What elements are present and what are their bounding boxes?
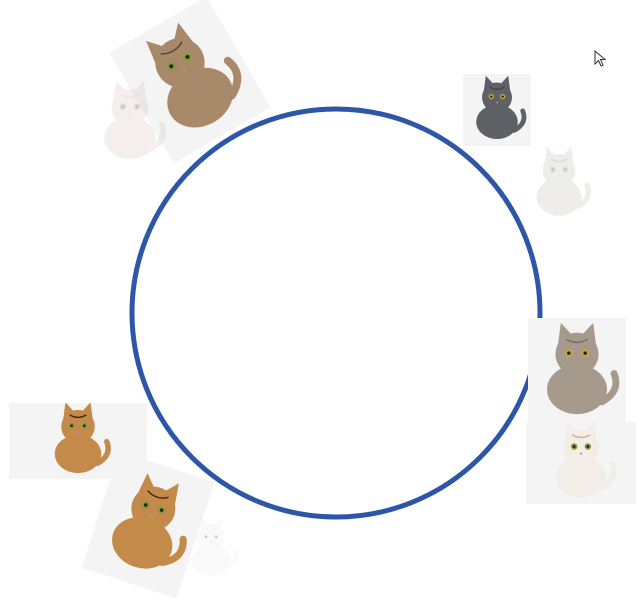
cat-stripe [203, 527, 219, 531]
cat-tail [575, 182, 591, 209]
cat-pupil-right [135, 105, 139, 109]
cat-ear-left [113, 80, 128, 103]
cat-photo-white-walking[interactable] [526, 422, 636, 504]
cat-pupil-right [501, 95, 504, 98]
cat-illustration [476, 75, 527, 140]
cat-illustration [536, 146, 591, 216]
cat-photo-tabby-close-up[interactable] [109, 0, 271, 164]
cat-body [555, 456, 607, 498]
cat-body [476, 104, 518, 140]
cat-pupil-left [551, 168, 555, 171]
cat-ear-right [561, 146, 574, 166]
cat-eye-right [133, 103, 141, 111]
cat-nose [209, 541, 213, 544]
cat-tail [94, 438, 111, 467]
cat-tail [148, 121, 167, 152]
cat-stripe [147, 490, 169, 499]
cat-pupil-left [567, 351, 571, 355]
cat-photo-tabby-kitten[interactable] [522, 130, 596, 234]
cat-head [111, 89, 149, 127]
cat-ear-left [198, 517, 209, 534]
cat-head [197, 523, 225, 551]
cat-tail [598, 460, 617, 491]
cat-photo-grey-lying[interactable] [463, 74, 531, 146]
cat-nose [557, 175, 561, 178]
cat-nose [495, 101, 499, 104]
cat-head [542, 154, 576, 187]
cat-pupil-left [572, 445, 576, 448]
cat-pupil-right [159, 508, 164, 512]
cat-nose [181, 67, 186, 72]
cat-illustration [146, 22, 242, 128]
cat-head [482, 82, 512, 113]
cat-pupil-left [70, 424, 73, 428]
cat-photo-bengal-standing[interactable] [81, 451, 215, 599]
cat-eye-right [213, 534, 219, 540]
cat-head [555, 332, 599, 376]
cat-stripe [550, 158, 568, 163]
cat-pupil-left [169, 64, 174, 69]
cat-body [536, 178, 582, 216]
cat-pupil-right [586, 445, 590, 448]
cat-pupil-right [215, 535, 218, 538]
cat-pupil-left [121, 105, 125, 109]
cat-head [61, 409, 95, 444]
cat-body [192, 544, 230, 576]
cat-nose [574, 360, 580, 364]
cat-stripe [565, 338, 589, 344]
cat-nose [149, 514, 154, 518]
cat-stripe [571, 434, 591, 439]
mouse-pointer-icon [594, 50, 607, 67]
cat-ear-right [132, 80, 147, 103]
cat-eye-right [562, 166, 569, 173]
cat-head [562, 429, 600, 466]
cat-illustration [54, 403, 111, 474]
cat-eye-left [203, 534, 209, 540]
cat-illustration [555, 422, 617, 498]
cat-stripe [489, 86, 505, 90]
cat-stripe [69, 414, 87, 419]
cat-nose [76, 431, 80, 434]
cat-ear-left [544, 146, 557, 166]
cat-pupil-right [83, 424, 86, 428]
cat-head [155, 38, 205, 88]
cat-eye-left [119, 103, 127, 111]
cat-photo-white-faded[interactable] [180, 510, 242, 586]
cat-nose [128, 113, 132, 116]
cat-eye-left [549, 166, 556, 173]
blue-circle [129, 106, 543, 520]
cat-stripe [120, 94, 140, 99]
cat-photo-persian[interactable] [528, 318, 626, 426]
cat-tail [158, 535, 187, 567]
cat-illustration [547, 322, 620, 415]
cat-pupil-left [204, 535, 207, 538]
cat-tail [511, 108, 527, 133]
cat-body [54, 434, 102, 474]
cat-tail [224, 547, 238, 570]
cat-pupil-right [185, 54, 190, 59]
cat-photo-sphynx[interactable] [88, 70, 172, 174]
cat-tail [223, 56, 242, 100]
cat-body [547, 364, 607, 415]
cat-tail [598, 370, 620, 406]
cat-pupil-right [583, 351, 587, 355]
cat-pupil-left [143, 503, 148, 507]
cat-body [104, 116, 156, 160]
cat-pupil-left [490, 95, 493, 98]
cat-illustration [104, 80, 167, 160]
cat-nose [579, 452, 583, 455]
cat-pupil-right [563, 168, 567, 171]
cat-stripe [160, 41, 183, 55]
cat-illustration [192, 517, 238, 576]
cat-illustration [112, 473, 187, 569]
cat-ear-right [213, 517, 224, 534]
